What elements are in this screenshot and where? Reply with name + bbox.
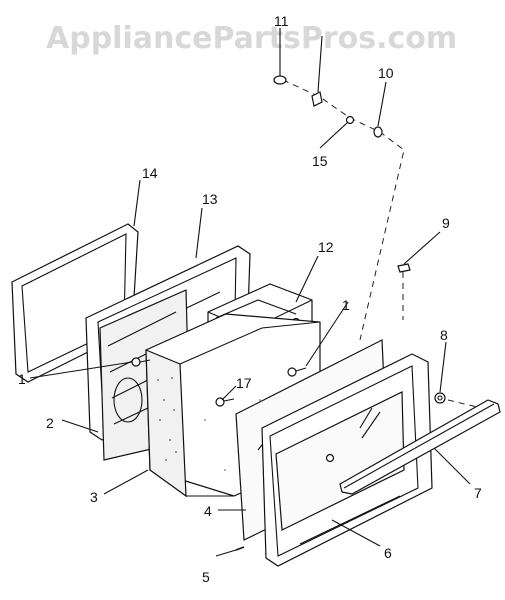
- part-9-screw: [397, 263, 411, 273]
- callout-7: 7: [474, 485, 482, 501]
- part-6-outer-door-frame: [261, 353, 433, 567]
- part-5-pin: [235, 546, 245, 551]
- callout-1-right: 1: [342, 297, 350, 313]
- callout-13: 13: [202, 191, 218, 207]
- callout-8: 8: [440, 327, 448, 343]
- part-8-end-cap: [434, 392, 446, 404]
- callout-14: 14: [142, 165, 158, 181]
- callout-10: 10: [378, 65, 394, 81]
- part-1-screws: [131, 357, 307, 377]
- callout-12: 12: [318, 239, 334, 255]
- callout-17: 17: [236, 375, 252, 391]
- part-7-door-handle: [339, 399, 501, 495]
- callout-15: 15: [312, 153, 328, 169]
- callout-labels: 11 10 15 14 13 9 12 1 8 1 17 2 7 3 4 6 5: [18, 13, 482, 585]
- callout-2: 2: [46, 415, 54, 431]
- callout-9: 9: [442, 215, 450, 231]
- callout-11: 11: [274, 13, 289, 29]
- callout-5: 5: [202, 569, 210, 585]
- callout-3: 3: [90, 489, 98, 505]
- callout-4: 4: [204, 503, 212, 519]
- watermark-text: AppliancePartsPros.com: [46, 21, 457, 56]
- callout-1-left: 1: [18, 371, 26, 387]
- leader-lines: [29, 28, 471, 557]
- top-hardware: [273, 75, 383, 138]
- callout-6: 6: [384, 545, 392, 561]
